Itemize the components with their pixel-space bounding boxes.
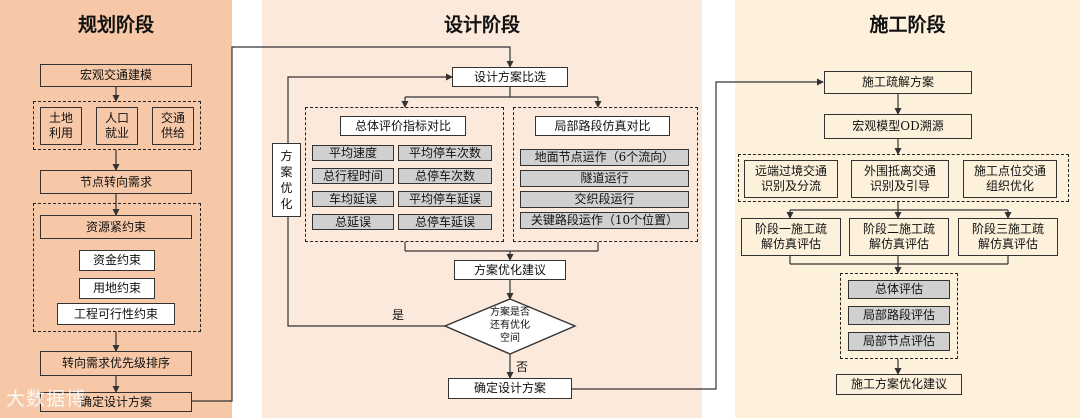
eval-overall: 总体评估 (848, 280, 950, 299)
indicator-avg-stops: 平均停车次数 (398, 145, 492, 161)
construction-title: 施工阶段 (869, 14, 946, 36)
eval-local-node: 局部节点评估 (848, 332, 950, 351)
od-tracing-box: 宏观模型OD溯源 (824, 114, 972, 139)
stage3-evaluation: 阶段三施工疏 解仿真评估 (958, 218, 1058, 256)
indicator-total-stops: 总停车次数 (398, 168, 492, 184)
planning-output-box: 确定设计方案 (40, 392, 192, 412)
design-title: 设计阶段 (443, 14, 520, 36)
priority-sort-box: 转向需求优先级排序 (40, 351, 192, 376)
no-label: 否 (516, 360, 529, 374)
indicator-avg-speed: 平均速度 (312, 145, 394, 161)
indicator-avg-stop-delay: 平均停车延误 (398, 191, 492, 207)
resource-group (33, 203, 201, 332)
optimization-suggestion-box: 方案优化建议 (454, 260, 566, 280)
construction-final-box: 施工方案优化建议 (836, 374, 962, 395)
overall-indicator-title: 总体评价指标对比 (340, 116, 466, 136)
watermark: 大数据博 (6, 388, 87, 410)
node-demand-box: 节点转向需求 (40, 170, 192, 194)
feasibility-constraint-box: 工程可行性约束 (57, 303, 175, 325)
final-design-box: 确定设计方案 (448, 378, 572, 399)
eval-local-section: 局部路段评估 (848, 306, 950, 325)
local-simulation-group (513, 107, 698, 242)
strategy-group (738, 154, 1069, 202)
fund-constraint-box: 资金约束 (79, 250, 155, 271)
local-item-surface-node: 地面节点运作（6个流向） (520, 149, 689, 166)
indicator-avg-delay: 车均延误 (312, 191, 394, 207)
factors-group (33, 101, 201, 150)
land-use-box: 土地 利用 (40, 107, 82, 145)
local-item-weaving: 交织段运行 (520, 191, 689, 208)
indicator-total-stop-delay: 总停车延误 (398, 214, 492, 230)
stage1-evaluation: 阶段一施工疏 解仿真评估 (741, 218, 841, 256)
local-simulation-title: 局部路段仿真对比 (535, 116, 670, 136)
population-box: 人口 就业 (96, 107, 138, 145)
stage2-evaluation: 阶段二施工疏 解仿真评估 (849, 218, 949, 256)
land-constraint-box: 用地约束 (79, 278, 155, 299)
planning-title: 规划阶段 (77, 14, 154, 36)
design-compare-box: 设计方案比选 (452, 67, 568, 87)
macro-model-box: 宏观交通建模 (40, 64, 192, 87)
strategy-remote-transit: 远端过境交通 识别及分流 (744, 160, 838, 198)
resource-constraint-box: 资源紧约束 (40, 215, 192, 239)
transport-supply-box: 交通 供给 (152, 107, 194, 145)
construction-plan-box: 施工疏解方案 (824, 71, 972, 94)
yes-label: 是 (392, 308, 405, 322)
decision-text: 方案是否 还有优化 空间 (490, 307, 530, 344)
local-item-tunnel: 隧道运行 (520, 170, 689, 187)
scheme-optimize-box: 方 案 优 化 (272, 143, 301, 217)
local-item-key-sections: 关键路段运作（10个位置） (520, 212, 689, 229)
evaluation-group (840, 273, 958, 359)
strategy-site-organize: 施工点位交通 组织优化 (963, 160, 1057, 198)
decision-diamond (443, 298, 577, 355)
overall-indicator-group (305, 107, 504, 242)
indicator-total-delay: 总延误 (312, 214, 394, 230)
strategy-outer-traffic: 外围抵离交通 识别及引导 (851, 160, 949, 198)
indicator-total-travel-time: 总行程时间 (312, 168, 394, 184)
